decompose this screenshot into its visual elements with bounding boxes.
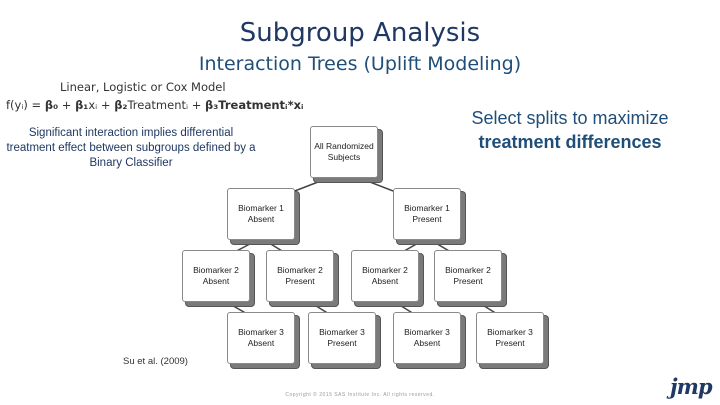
formula-x: xᵢ xyxy=(88,98,98,112)
tree-node-label: Biomarker 2 Present xyxy=(445,265,491,286)
split-callout: Select splits to maximize treatment diff… xyxy=(425,106,715,154)
tree-node-label: Biomarker 1 Absent xyxy=(238,203,284,224)
tree-node-label: Biomarker 2 Absent xyxy=(362,265,408,286)
tree-node-biomarker3-present: Biomarker 3 Present xyxy=(308,312,376,364)
tree-node-biomarker3-absent: Biomarker 3 Absent xyxy=(393,312,461,364)
tree-node-biomarker3-present: Biomarker 3 Present xyxy=(476,312,544,364)
tree-node-biomarker3-absent: Biomarker 3 Absent xyxy=(227,312,295,364)
formula-interaction: Treatmentᵢ*xᵢ xyxy=(218,98,304,112)
model-formula: f(yᵢ) = β₀ + β₁xᵢ + β₂Treatmentᵢ + β₃Tre… xyxy=(6,98,304,112)
tree-node-biomarker2-present: Biomarker 2 Present xyxy=(434,250,502,302)
tree-node-biomarker2-absent: Biomarker 2 Absent xyxy=(351,250,419,302)
tree-node-root: All Randomized Subjects xyxy=(310,126,378,178)
tree-node-biomarker2-absent: Biomarker 2 Absent xyxy=(182,250,250,302)
interaction-note: Significant interaction implies differen… xyxy=(6,127,256,169)
tree-node-label: Biomarker 2 Present xyxy=(277,265,323,286)
tree-node-biomarker1-absent: Biomarker 1 Absent xyxy=(227,188,295,240)
formula-plus: + xyxy=(97,98,115,112)
formula-lhs: f(yᵢ) = xyxy=(6,98,45,112)
tree-node-label: All Randomized Subjects xyxy=(314,141,374,162)
tree-node-biomarker1-present: Biomarker 1 Present xyxy=(393,188,461,240)
formula-plus: + xyxy=(58,98,76,112)
model-title: Linear, Logistic or Cox Model xyxy=(60,80,226,94)
formula-beta3: β₃ xyxy=(205,98,219,112)
tree-node-label: Biomarker 3 Absent xyxy=(238,327,284,348)
split-callout-line2: treatment differences xyxy=(478,132,662,152)
copyright-footer: Copyright © 2015 SAS Institute Inc. All … xyxy=(285,392,435,398)
tree-node-label: Biomarker 2 Absent xyxy=(193,265,239,286)
citation: Su et al. (2009) xyxy=(123,356,188,367)
split-callout-line1: Select splits to maximize xyxy=(471,108,669,128)
tree-node-label: Biomarker 3 Present xyxy=(319,327,365,348)
slide-subtitle: Interaction Trees (Uplift Modeling) xyxy=(198,53,522,75)
tree-node-label: Biomarker 3 Present xyxy=(487,327,533,348)
tree-node-label: Biomarker 3 Absent xyxy=(404,327,450,348)
formula-treatment: Treatmentᵢ xyxy=(127,98,189,112)
tree-node-label: Biomarker 1 Present xyxy=(404,203,450,224)
slide-title: Subgroup Analysis xyxy=(239,18,481,48)
formula-beta2: β₂ xyxy=(114,98,128,112)
jmp-logo: jmp xyxy=(670,374,713,399)
tree-node-biomarker2-present: Biomarker 2 Present xyxy=(266,250,334,302)
formula-beta0: β₀ xyxy=(44,98,59,112)
formula-beta1: β₁ xyxy=(75,98,89,112)
formula-plus: + xyxy=(188,98,205,112)
